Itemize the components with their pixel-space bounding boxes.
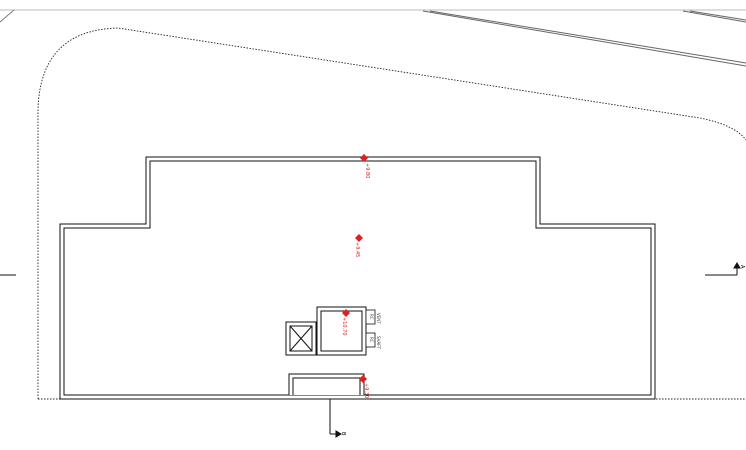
core-box-b-label: RC <box>369 337 374 343</box>
elevation-label-lower-wall: +9.30 <box>363 383 369 398</box>
section-arrow-icon <box>329 399 342 438</box>
elevation-marker-icon <box>355 234 363 242</box>
elevation-marker-icon <box>359 375 367 383</box>
section-mark-bottom-label: B <box>340 432 346 436</box>
elevation-marker-icon <box>342 309 350 317</box>
section-arrow-icon <box>705 262 741 276</box>
elevation-label-stair-core: +10.70 <box>341 317 347 336</box>
core-box-a-label: RC <box>369 314 374 320</box>
elevation-label-top-wall: +9.80 <box>364 163 370 178</box>
core-tag-b: SHAFT <box>376 336 381 350</box>
elevation-marker-icon <box>360 154 368 162</box>
building-outline <box>59 156 656 400</box>
elevation-label-upper-roof: +9.45 <box>354 242 360 257</box>
section-mark-right-label: A <box>739 265 745 269</box>
road-lines <box>422 10 746 67</box>
core-side-boxes <box>365 309 376 348</box>
x-box-icon <box>285 321 317 356</box>
stair-core <box>316 306 367 356</box>
site-boundary <box>37 27 746 399</box>
corner-line <box>0 9 15 23</box>
parapet-notch <box>288 373 365 395</box>
core-tag-a: VENT <box>376 313 381 324</box>
